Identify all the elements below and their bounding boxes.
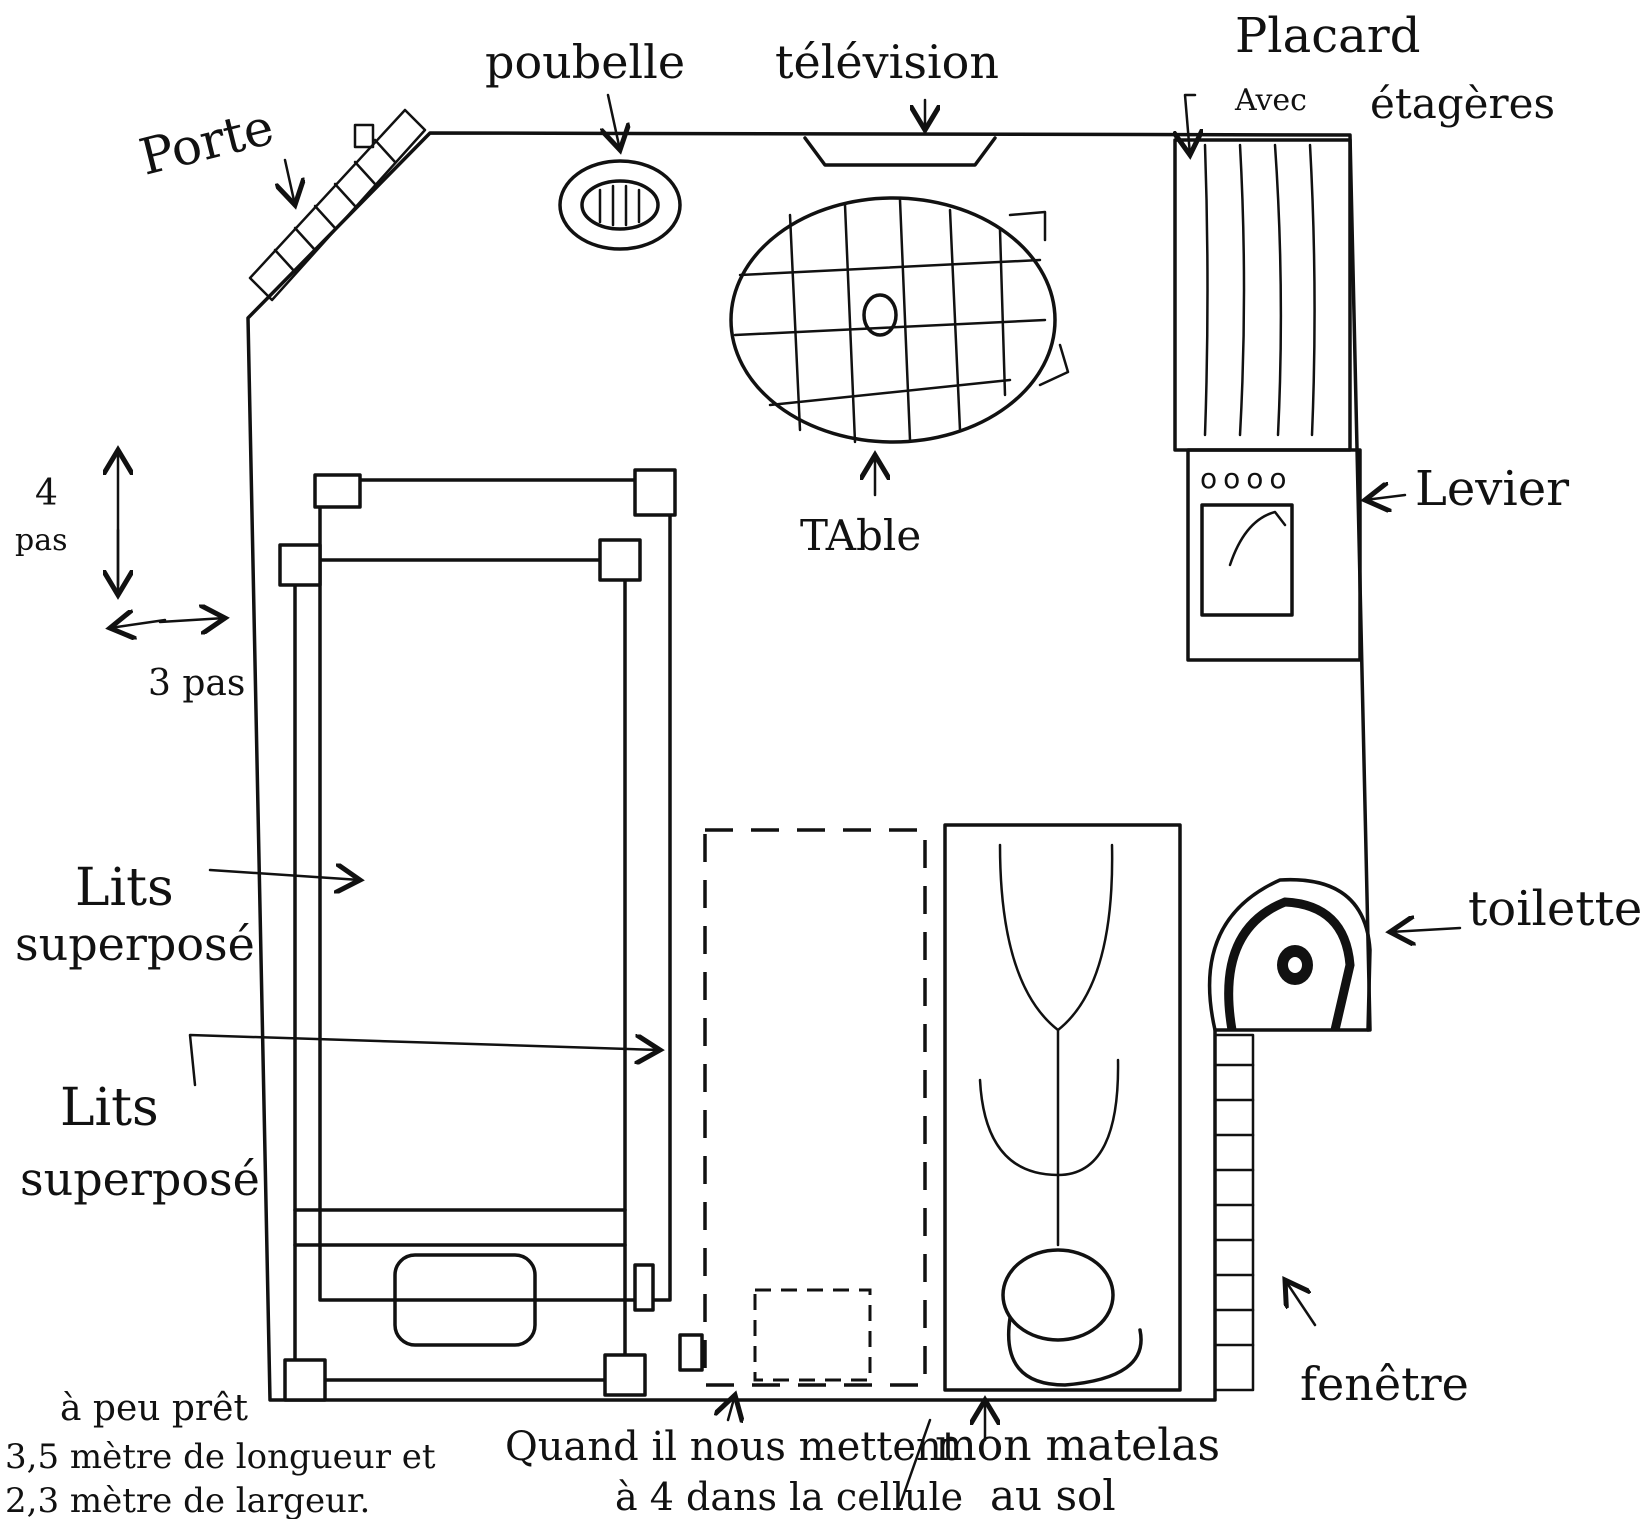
label-television: télévision [775, 35, 999, 89]
label-largeur: 2,3 mètre de largeur. [5, 1481, 370, 1519]
label-superpose-2: superposé [20, 1152, 260, 1206]
window [1213, 1033, 1255, 1392]
label-levier: Levier [1415, 461, 1569, 517]
cell-walls [246, 131, 1372, 1402]
trash-bin [558, 159, 682, 251]
bunk-beds [278, 468, 704, 1402]
label-superpose-1: superposé [15, 917, 255, 971]
label-quand-line1: Quand il nous mettent [505, 1424, 958, 1470]
label-toilette: toilette [1468, 881, 1641, 937]
label-etageres: étagères [1370, 79, 1555, 128]
pointer-arrows [110, 93, 1462, 1442]
label-au-sol: au sol [990, 1471, 1116, 1519]
round-table [729, 196, 1070, 444]
extra-mattress-dashed [703, 828, 927, 1387]
label-lits-2: Lits [60, 1078, 159, 1138]
label-longueur: 3,5 mètre de longueur et [5, 1437, 436, 1477]
label-poubelle: poubelle [485, 35, 685, 89]
label-3-pas: 3 pas [148, 663, 245, 704]
label-lits-1: Lits [75, 858, 174, 918]
label-porte: Porte [134, 98, 279, 187]
label-placard: Placard [1235, 8, 1420, 64]
label-avec: Avec [1234, 83, 1307, 118]
label-matelas: mon matelas [935, 1420, 1220, 1471]
label-a-peu-pret: à peu prêt [60, 1388, 248, 1429]
toilet [1207, 877, 1372, 1032]
label-pas: pas [15, 523, 68, 558]
my-mattress [943, 823, 1182, 1392]
television [803, 136, 997, 167]
door [248, 108, 427, 302]
label-quand-line2: à 4 dans la cellule [615, 1475, 963, 1519]
label-4: 4 [35, 473, 58, 514]
cupboard-with-shelves [1173, 138, 1352, 452]
sink-buttons: oooo [1200, 462, 1293, 495]
label-table: TAble [800, 511, 921, 560]
label-fenetre: fenêtre [1300, 1357, 1469, 1411]
sink-unit: oooo [1186, 448, 1362, 662]
